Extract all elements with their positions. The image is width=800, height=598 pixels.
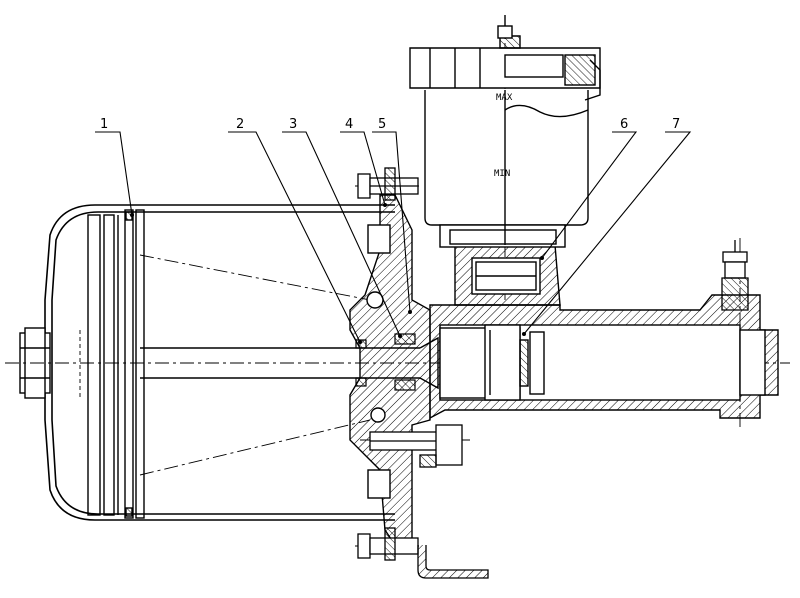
leader-dots xyxy=(130,203,544,344)
bleeder-screw xyxy=(721,240,749,311)
reservoir xyxy=(424,90,589,248)
rod-seals xyxy=(355,333,416,391)
callout-1: 1 xyxy=(100,117,108,132)
callout-6: 6 xyxy=(620,117,628,132)
diaphragm-plate xyxy=(87,209,145,519)
callout-3: 3 xyxy=(289,117,297,132)
cylinder-body xyxy=(429,294,779,420)
callout-4: 4 xyxy=(345,117,353,132)
leader-line-4 xyxy=(340,131,386,206)
leader-line-5 xyxy=(372,131,411,313)
center-flange xyxy=(349,194,431,546)
flange-bolt xyxy=(369,424,463,468)
callout-7: 7 xyxy=(672,117,680,132)
reservoir-cap xyxy=(409,15,601,101)
reservoir-neck xyxy=(454,244,561,306)
booster-housing xyxy=(44,204,395,521)
min-level-mark: MIN xyxy=(494,169,510,179)
leader-line-2 xyxy=(228,131,361,343)
bottom-bolt xyxy=(357,527,489,579)
leader-line-1 xyxy=(95,131,133,216)
leader-line-3 xyxy=(282,131,401,337)
top-bolt xyxy=(357,167,419,201)
max-level-mark: MAX xyxy=(496,93,513,103)
callout-5: 5 xyxy=(378,117,386,132)
leader-lines xyxy=(95,131,692,343)
callout-2: 2 xyxy=(236,117,244,132)
leader-line-6 xyxy=(541,131,638,259)
leader-line-7 xyxy=(523,131,692,335)
